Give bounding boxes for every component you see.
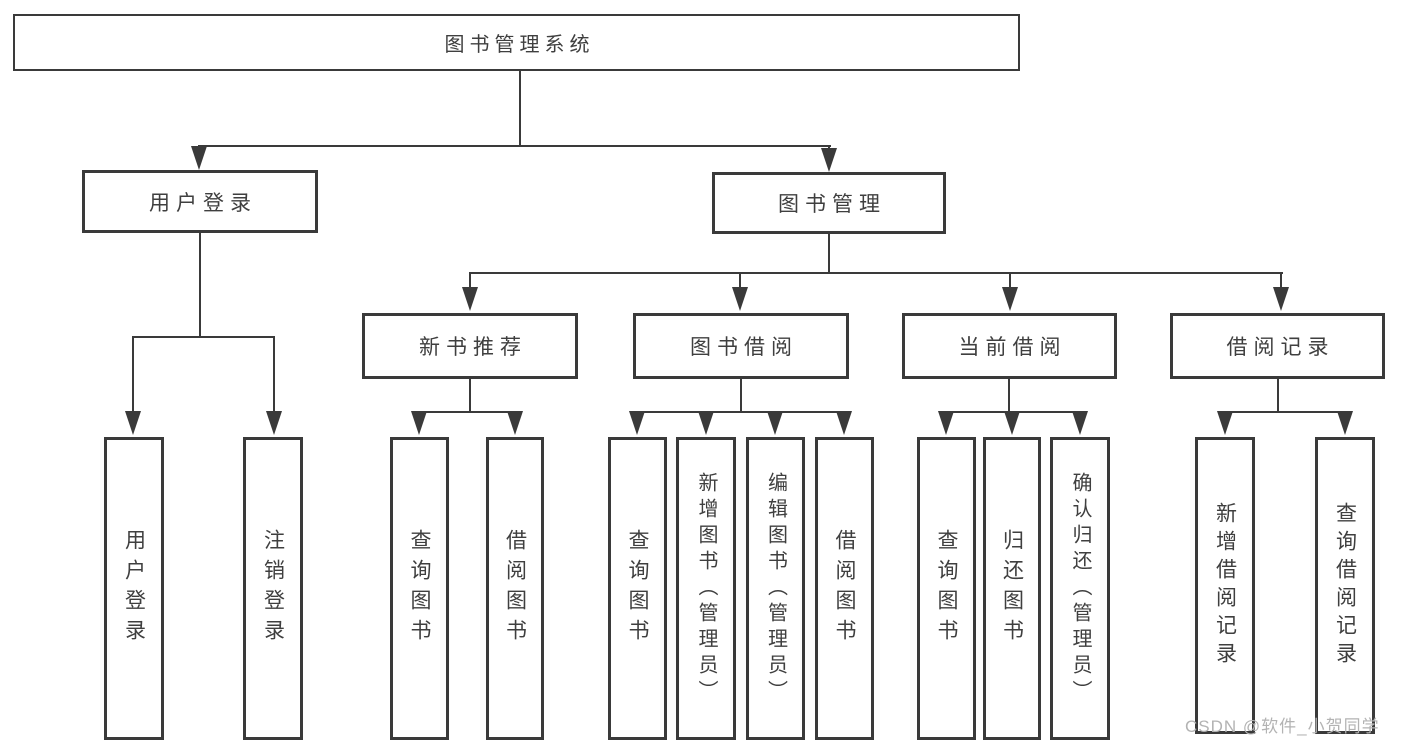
connector-drop-book-borrow: [739, 272, 741, 290]
connector-drop-new-book: [469, 272, 471, 290]
leaf-label: 查询图书: [935, 528, 958, 649]
connector-book-management-branch: [469, 272, 1283, 274]
arrow-down-icon: [1004, 411, 1020, 435]
node-borrow-records: 借阅记录: [1170, 313, 1385, 379]
leaf-br-add-record: 新增借阅记录: [1195, 437, 1255, 734]
node-book-management: 图书管理: [712, 172, 946, 234]
connector-drop-leaf-logout: [273, 336, 275, 413]
connector-user-login-stem: [199, 232, 201, 338]
leaf-bb-query-book: 查询图书: [608, 437, 667, 740]
node-current-borrow: 当前借阅: [902, 313, 1117, 379]
arrow-down-icon: [1337, 411, 1353, 435]
leaf-label: 借阅图书: [503, 528, 527, 649]
node-label: 图书管理系统: [444, 34, 595, 56]
arrow-down-icon: [698, 411, 714, 435]
connector-book-borrow-stem: [740, 379, 742, 413]
arrow-down-icon: [1072, 411, 1088, 435]
leaf-label: 用户登录: [122, 528, 146, 649]
connector-drop-leaf-login: [132, 336, 134, 413]
arrow-down-icon: [821, 148, 837, 172]
connector-user-login-branch: [132, 336, 275, 338]
leaf-cb-query-book: 查询图书: [917, 437, 976, 740]
leaf-label: 查询图书: [408, 528, 431, 649]
node-label: 当前借阅: [958, 336, 1067, 359]
leaf-cb-return-book: 归还图书: [983, 437, 1041, 740]
arrow-down-icon: [462, 287, 478, 311]
arrow-down-icon: [836, 411, 852, 435]
leaf-label: 编辑图书（管理员）: [764, 471, 787, 706]
arrow-down-icon: [191, 146, 207, 170]
arrow-down-icon: [1217, 411, 1233, 435]
leaf-logout: 注销登录: [243, 437, 303, 740]
leaf-label: 新增借阅记录: [1213, 501, 1237, 670]
connector-drop-current-borrow: [1009, 272, 1011, 290]
connector-new-book-branch: [418, 411, 517, 413]
arrow-down-icon: [732, 287, 748, 311]
connector-borrow-records-stem: [1277, 379, 1279, 413]
arrow-down-icon: [266, 411, 282, 435]
arrow-down-icon: [1273, 287, 1289, 311]
node-label: 图书借阅: [690, 336, 798, 359]
connector-book-borrow-branch: [636, 411, 846, 413]
leaf-user-login: 用户登录: [104, 437, 164, 740]
node-label: 用户登录: [149, 191, 257, 215]
leaf-label: 注销登录: [261, 528, 285, 649]
leaf-nbr-query-book: 查询图书: [390, 437, 449, 740]
node-new-book-recommend: 新书推荐: [362, 313, 578, 379]
connector-root-stem: [519, 70, 521, 147]
arrow-down-icon: [411, 411, 427, 435]
leaf-bb-add-book-admin: 新增图书（管理员）: [676, 437, 736, 740]
node-label: 借阅记录: [1226, 336, 1335, 359]
leaf-label: 确认归还（管理员）: [1069, 471, 1091, 706]
leaf-label: 归还图书: [1000, 528, 1024, 649]
connector-new-book-stem: [469, 379, 471, 413]
connector-current-borrow-stem: [1008, 379, 1010, 413]
arrow-down-icon: [938, 411, 954, 435]
leaf-cb-confirm-return-admin: 确认归还（管理员）: [1050, 437, 1110, 740]
arrow-down-icon: [507, 411, 523, 435]
leaf-nbr-borrow-book: 借阅图书: [486, 437, 544, 740]
leaf-br-query-record: 查询借阅记录: [1315, 437, 1375, 734]
arrow-down-icon: [1002, 287, 1018, 311]
leaf-bb-edit-book-admin: 编辑图书（管理员）: [746, 437, 805, 740]
connector-book-management-stem: [828, 232, 830, 274]
connector-root-branch: [198, 145, 831, 147]
connector-drop-borrow-records: [1280, 272, 1282, 290]
node-book-borrow: 图书借阅: [633, 313, 849, 379]
leaf-label: 查询图书: [626, 528, 649, 649]
leaf-label: 借阅图书: [833, 528, 856, 649]
connector-borrow-records-branch: [1224, 411, 1346, 413]
arrow-down-icon: [767, 411, 783, 435]
node-label: 图书管理: [778, 193, 886, 216]
arrow-down-icon: [629, 411, 645, 435]
csdn-watermark: CSDN @软件_小贺同学: [1185, 717, 1380, 736]
node-user-login: 用户登录: [82, 170, 318, 233]
node-root: 图书管理系统: [13, 14, 1020, 71]
leaf-bb-borrow-book: 借阅图书: [815, 437, 874, 740]
leaf-label: 新增图书（管理员）: [695, 471, 717, 706]
leaf-label: 查询借阅记录: [1333, 501, 1357, 670]
arrow-down-icon: [125, 411, 141, 435]
node-label: 新书推荐: [419, 336, 527, 359]
